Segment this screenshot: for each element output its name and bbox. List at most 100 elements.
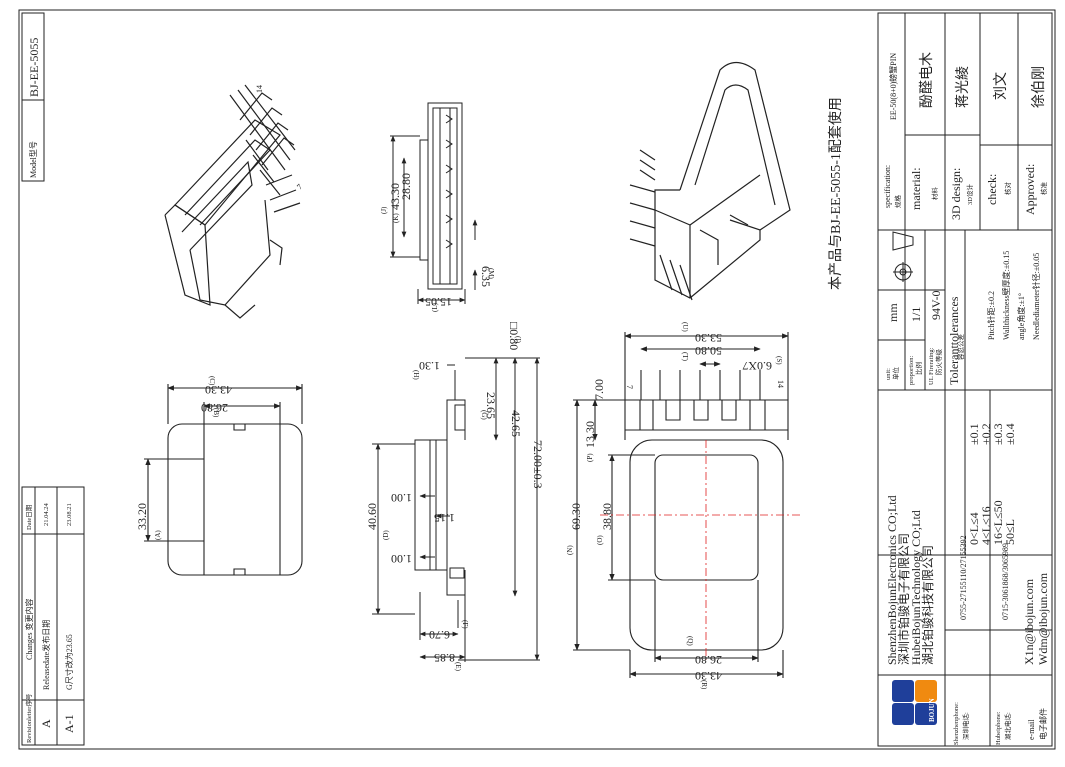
date-header: Date日期	[25, 504, 33, 530]
ref-g: (G)	[480, 410, 488, 420]
tol-range-0: 0<L≤4	[967, 512, 981, 545]
ref-q: (Q)	[686, 636, 694, 646]
dim-p: 13.30	[583, 421, 597, 448]
dim-k2: 42.65	[509, 410, 523, 437]
title-block	[877, 12, 1053, 747]
iso-pin-14: 14	[255, 85, 264, 93]
change-table: Revisionletter序号 Changes 变更内容 Date日期 A R…	[21, 486, 85, 746]
spec-label-cn: 规格	[893, 195, 902, 209]
bottom-view	[573, 332, 789, 678]
dim-d: 40.60	[365, 503, 379, 530]
sheet-border	[18, 9, 1056, 750]
fire-label-cn: 防火等级	[934, 349, 943, 376]
contact-label-0: Shenzhenphone:	[953, 702, 960, 745]
unit-label-cn: 单位	[891, 367, 900, 381]
top-view	[390, 102, 478, 304]
dim-s: 6.0X7	[742, 359, 772, 373]
approved-label: Approved:	[1023, 164, 1037, 215]
design-label-cn: 3D设计	[965, 184, 974, 205]
change-a: Releasedate发布日期	[41, 620, 51, 690]
ref-d: (D)	[382, 530, 390, 540]
dim-q: 26.80	[695, 653, 722, 667]
front-view	[144, 384, 303, 576]
dim-h: 1.30	[419, 359, 440, 373]
dim-l: 15.05	[425, 295, 452, 309]
projection-symbol-icon	[892, 231, 914, 282]
tol-range-3: 50≤L	[1003, 519, 1017, 545]
contact-label-cn-2: 电子邮件	[1038, 708, 1048, 740]
ref-s: (S)	[775, 356, 783, 365]
iso-view-left	[164, 84, 301, 319]
contact-label-cn-0: 深圳电话:	[961, 712, 970, 740]
contact-label-cn-1: 湖北电话:	[1003, 712, 1012, 740]
dim-total: 72.00±0.3	[531, 440, 545, 489]
contact-label-2: e-mail	[1027, 719, 1036, 740]
ref-e: (E)	[454, 662, 462, 672]
material-label-cn: 材料	[930, 187, 939, 201]
contact-value-0: 0755-27155110/27155392	[959, 535, 968, 620]
model-label: Model型号	[29, 141, 38, 178]
dim-n: 69.30	[569, 503, 583, 530]
check-value: 刘文	[993, 72, 1009, 100]
unit-label: unit:	[885, 368, 892, 380]
approved-value: 徐伯刚	[1031, 66, 1047, 108]
tol-value-0: ±0.1	[967, 423, 981, 445]
spec-value: EE-50(8+0)螃蟹PIN	[888, 53, 898, 120]
company-line-2: HubeiBojunTechnology CO;Ltd	[909, 510, 923, 665]
dim-w2: 1.00	[391, 552, 412, 566]
rev-a1: A-1	[62, 714, 76, 733]
dim-o: 38.80	[600, 503, 614, 530]
design-label: 3D design:	[949, 168, 963, 220]
ref-l: (L)	[431, 302, 439, 312]
contact-value-1: 0715-3061868/3065989	[1001, 543, 1010, 620]
ref-o: (O)	[596, 535, 604, 545]
dim-j: 43.30	[388, 183, 402, 210]
model-value: BJ-EE-5055	[27, 38, 41, 97]
company-line-3: 湖北铂骏科技有限公司	[920, 545, 935, 665]
bojun-logo-icon: BOJUN	[892, 680, 937, 725]
fire-label: UL Firerating:	[928, 347, 935, 385]
tol-title: Toleranttolerances	[947, 296, 961, 385]
dim-e: 8.85	[434, 651, 455, 665]
tol-range-2: 16<L≤50	[991, 500, 1005, 545]
rev-header: Revisionletter序号	[24, 693, 33, 743]
ref-a: (A)	[154, 530, 162, 540]
check-label: check:	[985, 174, 999, 205]
dim-p-top: 7.00	[592, 379, 606, 400]
iso-pin-7: 7	[295, 182, 304, 191]
approved-label-cn: 核准	[1039, 182, 1048, 196]
spec-label: specification:	[883, 165, 892, 208]
iso-view-right	[629, 61, 791, 301]
ref-c: (C)	[208, 376, 216, 386]
dim-b: 26.80	[201, 401, 228, 415]
dim-m: 6.35	[479, 266, 493, 287]
proportion-label-cn: 比例	[914, 362, 923, 375]
company-line-0: ShenzhenBojunElectronics CO;Ltd	[885, 495, 899, 665]
design-value: 蒋光綾	[955, 66, 971, 108]
dim-g: 23.65	[484, 392, 498, 419]
ref-i: (I)	[514, 336, 522, 344]
bottom-centerlines	[600, 440, 800, 660]
proportion-value: 1/1	[909, 307, 923, 322]
proportion-label: proportion:	[908, 356, 915, 385]
dim-k: 28.80	[399, 173, 413, 200]
tol-value-2: ±0.3	[991, 423, 1005, 445]
ref-h: (H)	[412, 370, 420, 380]
date-a: 21.04.24	[43, 503, 50, 527]
dim-a: 33.20	[135, 503, 149, 530]
tol-note-2: angle角度:±1°	[1016, 293, 1026, 340]
ref-r: (R)	[700, 680, 708, 690]
ref-p: (P)	[586, 453, 594, 462]
tol-value-1: ±0.2	[979, 423, 993, 445]
contact-value-2: X1n@ibojun.com	[1022, 578, 1036, 665]
tol-note-3: Needlediameter针径:±0.05	[1031, 253, 1041, 340]
product-note: 本产品与BJ-EE-5055-1配套使用	[827, 97, 844, 290]
tol-range-1: 4<L≤16	[979, 506, 993, 545]
material-value: 酚醛电木	[919, 52, 935, 108]
company-line-1: 深圳市铂骏电子有限公司	[896, 533, 911, 665]
logo-text: BOJUN	[928, 698, 936, 722]
ref-f: (F)	[461, 620, 469, 629]
ref-m: (M)	[487, 268, 495, 280]
ref-j: (J)	[380, 206, 388, 214]
tol-value-3: ±0.4	[1003, 423, 1017, 445]
